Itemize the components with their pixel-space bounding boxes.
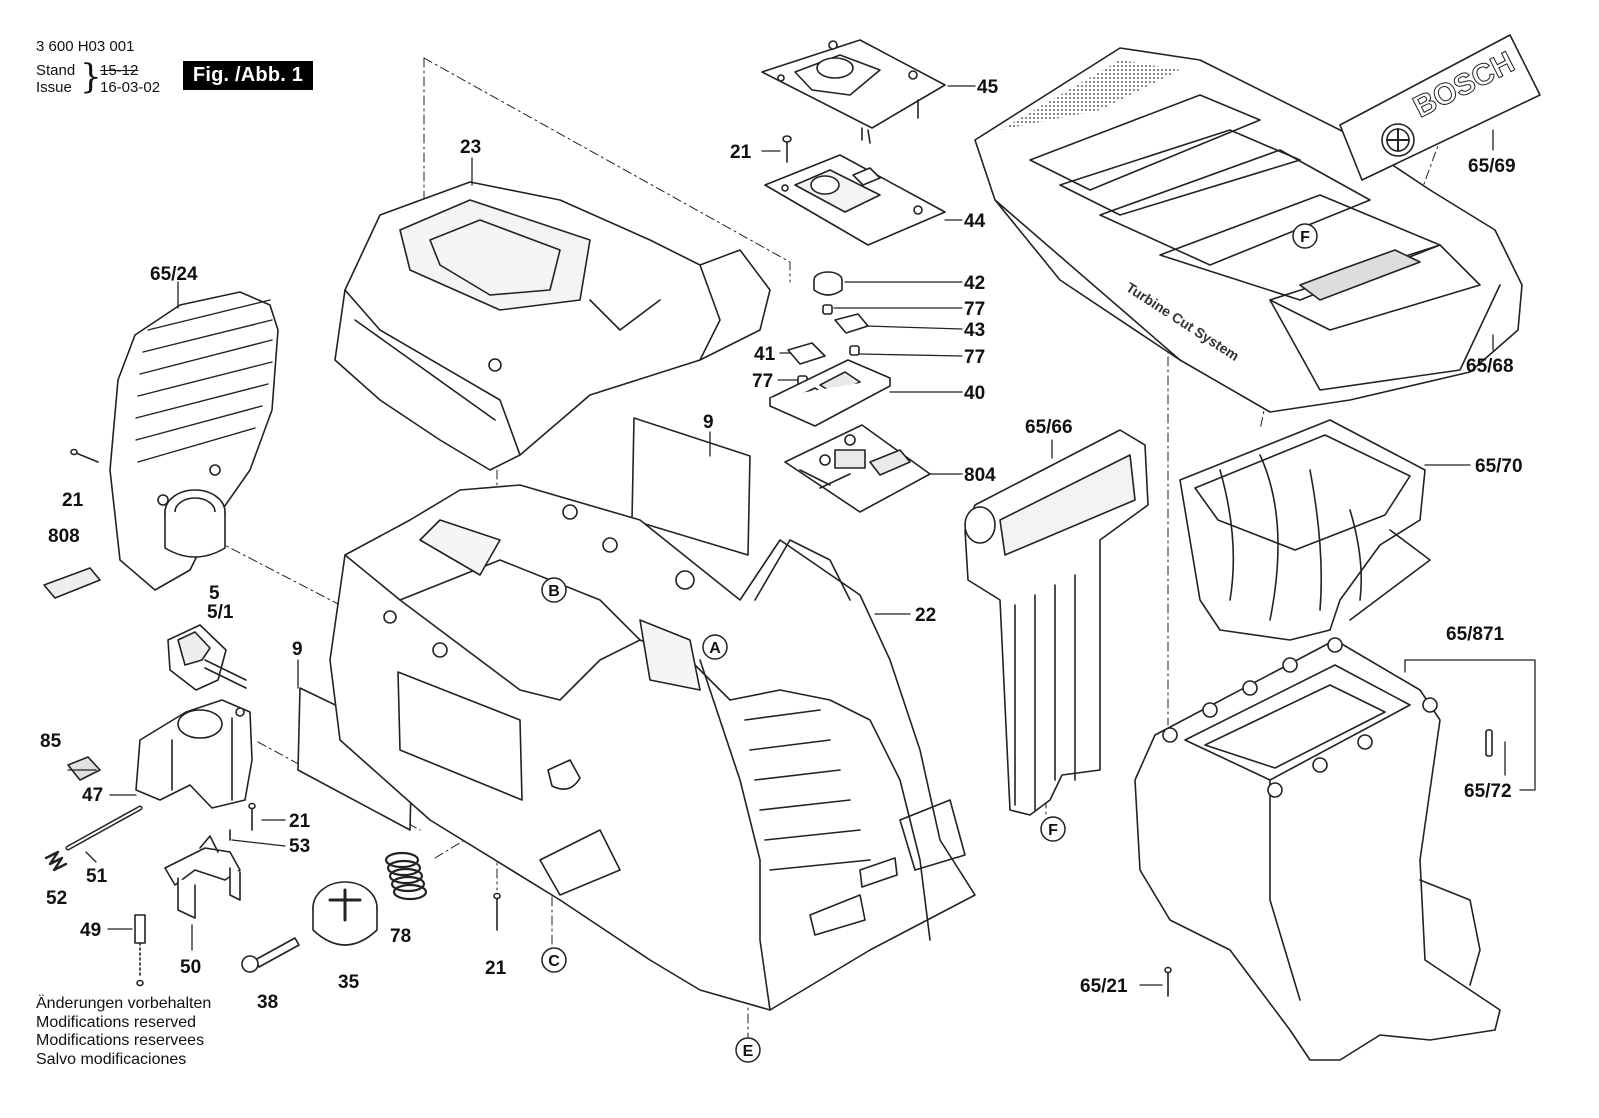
label-41: 41 [754,344,776,365]
callout-a: A [709,640,721,657]
part-808-label [43,567,101,599]
label-65-21: 65/21 [1080,976,1128,997]
label-65-69: 65/69 [1468,156,1516,177]
label-65-70: 65/70 [1475,456,1523,477]
label-22: 22 [915,605,936,626]
part-65-21-screw [1164,966,1172,997]
part-23-motor-cover [334,181,771,471]
label-21-bottom: 21 [485,958,507,979]
part-52-spring [44,850,68,872]
part-22-main-housing [329,484,976,1011]
part-85-clip [67,756,101,781]
part-77-spring-a [822,304,833,315]
modifications-notice: Änderungen vorbehalten Modifications res… [36,995,211,1069]
issue-label: Issue [36,79,72,96]
note-de: Änderungen vorbehalten [36,995,212,1012]
part-38-bolt [241,937,300,973]
label-65-68: 65/68 [1466,356,1514,377]
part-9-label-right [631,417,751,556]
part-21-screw-left [70,448,99,463]
part-65-69-logo-plate [1339,34,1541,181]
stand-value: 15-12 [100,62,139,79]
label-85: 85 [40,731,62,752]
part-65-871-frame [1134,637,1501,1061]
brace-glyph: } [80,57,102,97]
label-47: 47 [82,785,103,806]
part-labels: 45 21 44 42 77 43 41 77 77 40 804 23 65/… [40,77,1523,1013]
note-fr: Modifications reservees [36,1032,205,1049]
callout-e: E [743,1043,754,1060]
label-45: 45 [977,77,999,98]
part-77-spring-b [849,345,860,356]
label-65-72: 65/72 [1464,781,1512,802]
part-51-rod [65,805,143,851]
part-45-top-plate [761,39,946,144]
callout-letters: A B C E F F [548,229,1310,1060]
part-21-screw-top [782,135,792,163]
part-65-68-funnel-top [974,47,1523,413]
label-42: 42 [964,273,985,294]
figure-badge: Fig. /Abb. 1 [183,61,313,90]
label-44: 44 [964,211,986,232]
label-77-a: 77 [964,299,985,320]
label-21-top: 21 [730,142,752,163]
note-en: Modifications reserved [36,1013,197,1031]
label-23: 23 [460,137,481,158]
part-35-knob [312,881,378,946]
label-77-c: 77 [752,371,773,392]
label-5: 5 [209,583,220,604]
leader-lines [67,85,1536,986]
issue-value: 16-03-02 [100,79,161,96]
part-42-button [813,271,843,296]
callout-b: B [548,583,560,600]
label-49: 49 [80,920,101,941]
note-es: Salvo modificaciones [36,1050,187,1068]
part-804-circuit-board [784,424,931,513]
label-77-b: 77 [964,347,985,368]
document-number: 3 600 H03 001 [36,38,135,55]
label-40: 40 [964,383,985,404]
label-53: 53 [289,836,310,857]
part-65-70-cutter-insert [1179,419,1431,641]
label-78: 78 [390,926,411,947]
callout-circles [541,223,1318,1063]
part-44-switch-plate [764,154,946,246]
part-21-screw-mid [248,802,256,831]
callout-c: C [548,953,560,970]
label-65-66: 65/66 [1025,417,1073,438]
part-49-pin [134,914,146,987]
part-47-bracket [135,699,253,809]
label-804: 804 [964,465,996,486]
label-50: 50 [180,957,201,978]
part-65-72-pin [1485,729,1493,757]
label-21-mid: 21 [289,811,311,832]
callout-f-bottom: F [1048,822,1058,839]
part-78-spring [384,851,428,901]
part-21-screw-bottom [493,892,501,931]
label-65-871: 65/871 [1446,624,1505,645]
label-808: 808 [48,526,80,547]
callout-f-top: F [1300,229,1310,246]
part-65-24-side-cover [109,291,279,591]
label-9-right: 9 [703,412,714,433]
part-50-lever [164,835,241,919]
part-40-switch-housing [769,359,891,427]
part-41-cap [787,342,826,365]
label-52: 52 [46,888,67,909]
label-43: 43 [964,320,985,341]
label-35: 35 [338,972,360,993]
label-21-left: 21 [62,490,84,511]
label-5-1: 5/1 [207,602,234,623]
label-38: 38 [257,992,278,1013]
label-51: 51 [86,866,108,887]
label-65-24: 65/24 [150,264,198,285]
part-cable-clamp [547,759,581,790]
stand-label: Stand [36,62,76,79]
part-43-cap [834,313,869,334]
part-65-66-pusher [964,429,1149,816]
part-5-plug [167,624,247,691]
label-9-left: 9 [292,639,303,660]
